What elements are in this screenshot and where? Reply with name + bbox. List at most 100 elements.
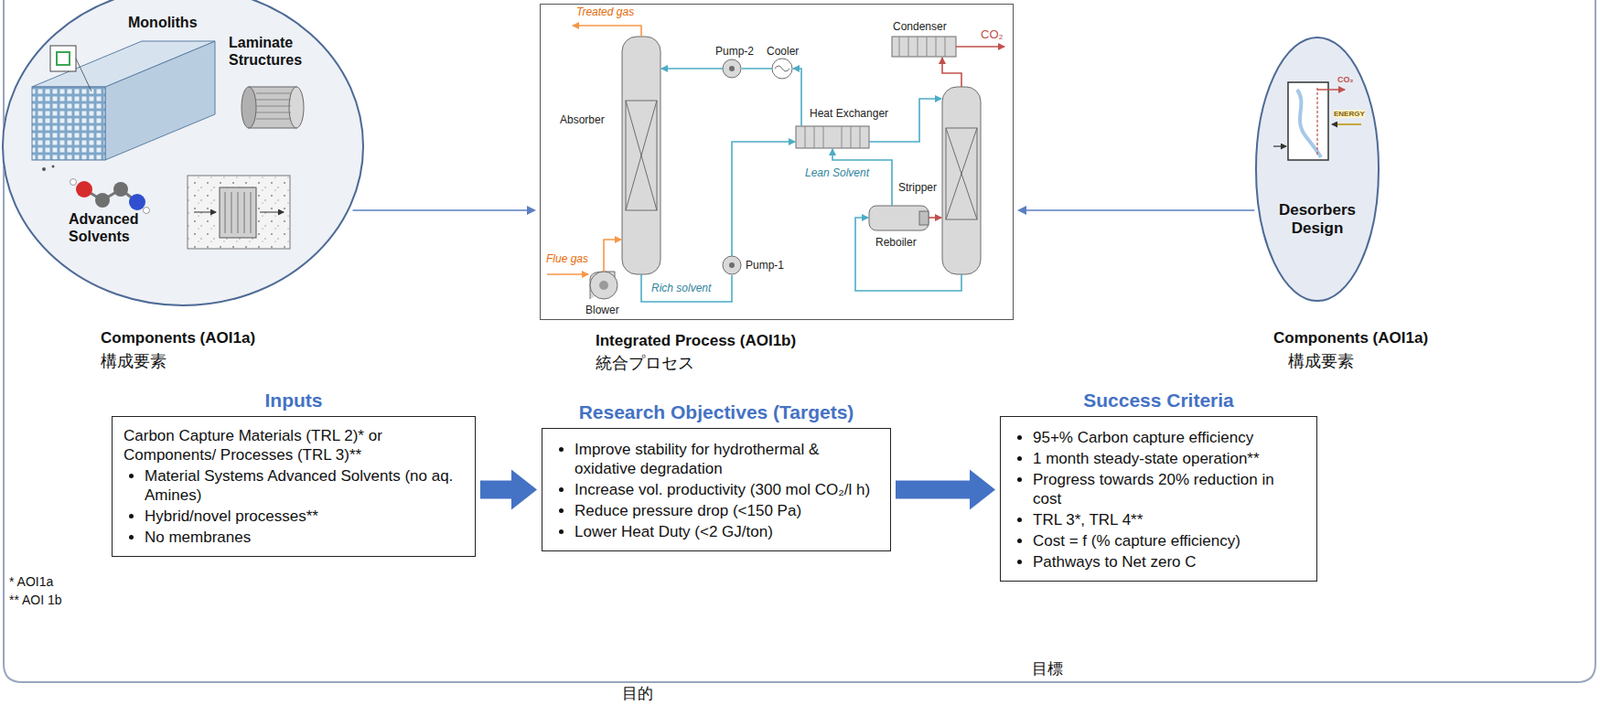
desorber-illustration (1288, 82, 1329, 161)
box-text: Carbon Capture Materials (TRL 2)* or Com… (123, 426, 464, 465)
japanese-note: 目標 (1031, 660, 1064, 679)
rich-solvent-line (731, 141, 795, 257)
bullet-text: 95+% Carbon capture efficiency (1032, 428, 1254, 448)
bullet-item: Lower Heat Duty (<2 GJ/ton) (553, 522, 880, 542)
component-circle-ground (1, 0, 365, 307)
bullet-dot (558, 529, 564, 535)
blower-symbol (590, 271, 618, 300)
condenser-unit (891, 36, 956, 57)
section-title: Research Objectives (Targets) (505, 401, 927, 424)
bullet-item: Hybrid/novel processes** (123, 506, 464, 527)
pump-symbol (729, 65, 735, 72)
desorber-illustration (1316, 87, 1318, 156)
equipment-label: Heat Exchanger (809, 107, 889, 120)
reboiler-unit (919, 211, 929, 226)
bullet-text: Progress towards 20% reduction in cost (1032, 470, 1306, 509)
outer-frame (3, 0, 1596, 683)
rich-solvent-line (641, 98, 942, 302)
contactor-device-illustration (219, 187, 257, 238)
stream-label: Lean Solvent (805, 166, 870, 180)
lean-solvent-line (793, 68, 802, 127)
cooler-symbol (774, 65, 790, 72)
section-title: Inputs (75, 389, 512, 412)
bullet-text: Lower Heat Duty (<2 GJ/ton) (574, 522, 774, 542)
contactor-device-illustration (225, 192, 251, 234)
laminate-illustration (241, 86, 304, 129)
bullet-dot (1017, 456, 1022, 462)
vapour-line (955, 45, 1005, 48)
equipment-label: Pump-1 (745, 258, 784, 272)
rich-solvent-line (869, 98, 942, 142)
absorber-column (622, 36, 661, 275)
equipment-label: Blower (585, 303, 620, 317)
arrow-shaft (352, 209, 528, 212)
bullet-dot (128, 473, 134, 479)
stream-label: Rich solvent (651, 281, 711, 295)
section-title: Success Criteria (964, 389, 1354, 412)
monolith-illustration (52, 165, 55, 169)
part-heading: Monoliths (128, 13, 211, 32)
circle-outline (1255, 36, 1380, 302)
solvent-molecule-illustration (70, 179, 77, 186)
bullet-dot (1017, 517, 1022, 523)
stripper-column (945, 128, 978, 220)
stream-label: Treated gas (576, 5, 634, 19)
equipment-label: Cooler (766, 44, 799, 58)
footnote: ** AOI 1b (9, 592, 63, 609)
bullet-text: Increase vol. productivity (300 mol CO₂/… (574, 480, 870, 500)
circle-outline (1, 0, 365, 307)
desorber-illustration (1273, 82, 1362, 161)
gas-line (547, 273, 589, 276)
arrow-shaft (1025, 209, 1255, 212)
bullet-dot (1017, 435, 1022, 441)
stripper-column (945, 128, 978, 220)
cooler-symbol (772, 58, 793, 79)
laminate-illustration (256, 93, 291, 119)
desorber-illustration (1297, 89, 1321, 158)
bullet-text: Hybrid/novel processes** (144, 506, 319, 527)
contactor-device-illustration (187, 175, 290, 249)
contactor-device-illustration (193, 212, 216, 214)
vapour-line (928, 216, 942, 219)
laminate-illustration (289, 86, 304, 129)
solvent-molecule-illustration (128, 193, 146, 211)
absorber-column (622, 36, 661, 275)
monolith-illustration (50, 45, 76, 72)
bullet-dot (1017, 559, 1022, 565)
arrow-head (1017, 205, 1027, 215)
feed-arrow (1017, 205, 1255, 215)
solvent-molecule-illustration (113, 182, 129, 197)
solvent-molecule-illustration (75, 181, 93, 198)
stream-label: Flue gas (546, 252, 589, 266)
bullet-item: Progress towards 20% reduction in cost (1011, 470, 1306, 509)
contactor-device-illustration (259, 212, 284, 214)
monolith-illustration (42, 167, 46, 172)
equipment-label: Stripper (898, 181, 937, 194)
bullet-item: Material Systems Advanced Solvents (no a… (123, 466, 464, 505)
footnote: * AOI1a (9, 574, 54, 591)
bullet-text: Pathways to Net zero C (1032, 552, 1197, 572)
component-circle: MonolithsLaminate StructuresAdvanced Sol… (1, 0, 365, 307)
arrow-head (969, 470, 996, 511)
monolith-illustration (75, 58, 92, 92)
blower-symbol (590, 271, 618, 300)
stream-label: CO₂ (980, 27, 1004, 42)
heat-exchanger-unit (795, 126, 870, 149)
bullet-item: TRL 3*, TRL 4** (1011, 510, 1306, 530)
bullet-dot (128, 535, 134, 540)
outer-frame (3, 0, 1596, 683)
condenser-unit (899, 36, 945, 57)
lean-solvent-line (855, 217, 962, 291)
caption-heading: Components (AOI1a) (100, 329, 256, 348)
gas-line (572, 25, 642, 37)
vapour-line (928, 46, 1005, 218)
monolith-illustration (32, 41, 215, 87)
desorber-illustration (1331, 123, 1362, 126)
heat-exchanger-unit (805, 126, 860, 149)
bullet-dot (558, 487, 564, 493)
bullet-item: 95+% Carbon capture efficiency (1011, 428, 1306, 448)
gas-line (603, 239, 622, 272)
desorber-illustration (1317, 88, 1345, 91)
caption-heading: Integrated Process (AOI1b) (595, 332, 796, 351)
